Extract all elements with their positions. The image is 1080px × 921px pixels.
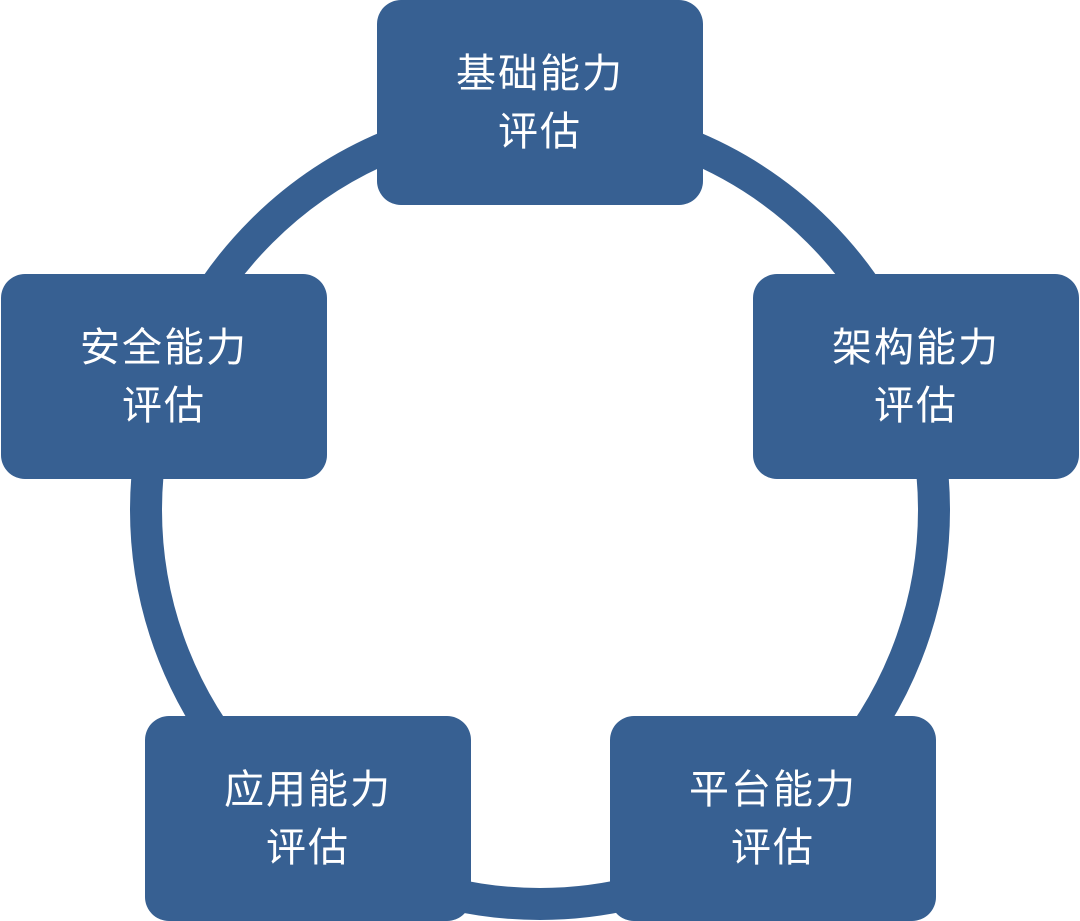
node-label-line1: 应用能力 [224,766,392,813]
node-label-line2: 评估 [498,108,582,155]
node-label-line1: 架构能力 [832,324,1000,371]
node-label-line1: 基础能力 [456,50,624,97]
node-architecture-capability: 架构能力 评估 [753,274,1079,479]
node-label-line2: 评估 [266,824,350,871]
node-label-line1: 平台能力 [689,766,857,813]
node-application-capability: 应用能力 评估 [145,716,471,921]
node-platform-capability: 平台能力 评估 [610,716,936,921]
node-label-line2: 评估 [731,824,815,871]
node-label-line1: 安全能力 [80,324,248,371]
node-security-capability: 安全能力 评估 [1,274,327,479]
node-basic-capability: 基础能力 评估 [377,0,703,205]
node-label-line2: 评估 [874,382,958,429]
node-label-line2: 评估 [122,382,206,429]
